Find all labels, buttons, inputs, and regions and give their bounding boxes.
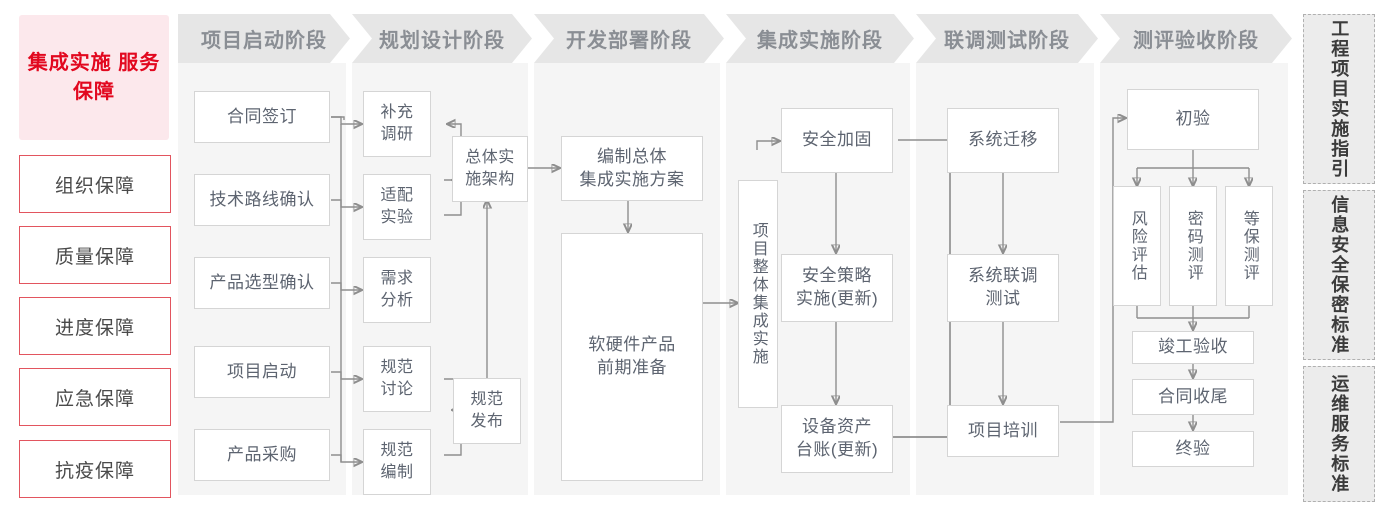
node-overall-integration-execution[interactable]: 项目整体集成实施 (738, 180, 778, 408)
node-completion-acceptance[interactable]: 竣工验收 (1132, 331, 1254, 364)
pillar-item-emergency[interactable]: 应急保障 (19, 368, 171, 426)
node-product-selection[interactable]: 产品选型确认 (194, 257, 330, 309)
standard-infosec-confidentiality[interactable]: 信息安全保密标准 (1303, 190, 1375, 360)
node-hw-sw-preparation[interactable]: 软硬件产品 前期准备 (561, 233, 703, 481)
node-product-procurement[interactable]: 产品采购 (194, 429, 330, 481)
phase-header-6[interactable]: 测评验收阶段 (1100, 14, 1292, 63)
node-overall-integration-plan[interactable]: 编制总体 集成实施方案 (561, 136, 703, 201)
phase-header-5[interactable]: 联调测试阶段 (916, 14, 1098, 63)
phase-header-2[interactable]: 规划设计阶段 (352, 14, 532, 63)
node-system-joint-debug-test[interactable]: 系统联调 测试 (947, 254, 1059, 322)
node-security-hardening[interactable]: 安全加固 (781, 108, 893, 173)
node-contract-closure[interactable]: 合同收尾 (1132, 379, 1254, 415)
node-asset-ledger-update[interactable]: 设备资产 台账(更新) (781, 405, 893, 473)
node-tech-route-confirm[interactable]: 技术路线确认 (194, 174, 330, 226)
pillar-item-epidemic[interactable]: 抗疫保障 (19, 440, 171, 498)
standard-ops-service[interactable]: 运维服务标准 (1303, 366, 1375, 502)
node-supplementary-research[interactable]: 补充 调研 (363, 91, 431, 157)
phase-header-1[interactable]: 项目启动阶段 (178, 14, 350, 63)
node-final-acceptance[interactable]: 终验 (1132, 431, 1254, 467)
node-cryptography-evaluation[interactable]: 密码测评 (1169, 186, 1217, 306)
node-contract-signing[interactable]: 合同签订 (194, 91, 330, 143)
node-spec-release[interactable]: 规范 发布 (453, 378, 521, 444)
node-security-policy-update[interactable]: 安全策略 实施(更新) (781, 254, 893, 322)
phase-header-3[interactable]: 开发部署阶段 (534, 14, 724, 63)
node-project-training[interactable]: 项目培训 (947, 405, 1059, 457)
phase-header-4[interactable]: 集成实施阶段 (726, 14, 914, 63)
pillar-title: 集成实施 服务保障 (19, 15, 169, 140)
node-system-migration[interactable]: 系统迁移 (947, 108, 1059, 173)
node-spec-drafting[interactable]: 规范 编制 (363, 429, 431, 495)
standard-engineering-project-guide[interactable]: 工程项目实施指引 (1303, 14, 1375, 184)
node-spec-discussion[interactable]: 规范 讨论 (363, 346, 431, 412)
node-adaptation-test[interactable]: 适配 实验 (363, 174, 431, 240)
pillar-item-organization[interactable]: 组织保障 (19, 155, 171, 213)
node-requirement-analysis[interactable]: 需求 分析 (363, 257, 431, 323)
node-preliminary-acceptance[interactable]: 初验 (1127, 89, 1259, 150)
pillar-item-schedule[interactable]: 进度保障 (19, 297, 171, 355)
node-mlps-evaluation[interactable]: 等保测评 (1225, 186, 1273, 306)
node-project-kickoff[interactable]: 项目启动 (194, 346, 330, 398)
pillar-item-quality[interactable]: 质量保障 (19, 226, 171, 284)
node-risk-assessment[interactable]: 风险评估 (1113, 186, 1161, 306)
node-overall-architecture[interactable]: 总体实 施架构 (452, 136, 528, 202)
